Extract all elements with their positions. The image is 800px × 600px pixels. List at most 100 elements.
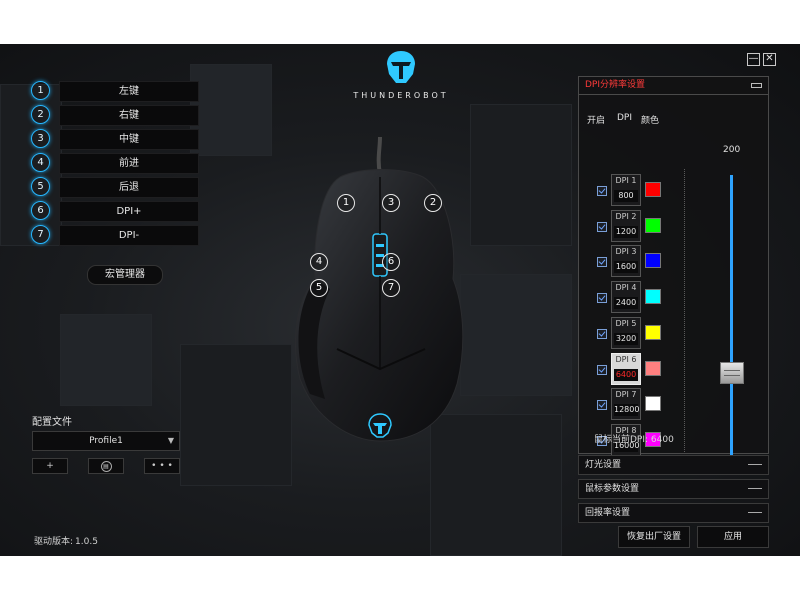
dpi-color-swatch[interactable] (645, 253, 661, 269)
background-block (190, 64, 272, 156)
dpi-row[interactable]: DPI 8 16000 (579, 423, 679, 458)
dpi-level-name: DPI 3 (615, 247, 637, 257)
button-number-badge: 5 (31, 177, 50, 196)
dpi-row[interactable]: DPI 7 12800 (579, 388, 679, 422)
dpi-panel-title: DPI分辨率设置 (585, 80, 646, 90)
section-label: 鼠标参数设置 (585, 484, 640, 494)
profile-select[interactable]: Profile1 ▼ (32, 431, 180, 451)
current-dpi-value: 6400 (650, 435, 674, 445)
dpi-row[interactable]: DPI 4 2400 (579, 281, 679, 315)
mouse-hotspot[interactable]: 2 (424, 194, 442, 212)
settings-section[interactable]: 灯光设置 (578, 455, 769, 475)
dpi-panel-header[interactable]: DPI分辨率设置 (579, 77, 768, 95)
button-assignment[interactable]: 后退 (59, 177, 199, 198)
dpi-level-value[interactable]: 6400 (614, 368, 638, 381)
dpi-color-swatch[interactable] (645, 289, 661, 305)
dpi-level-name: DPI 8 (615, 425, 637, 435)
dpi-level-box[interactable]: DPI 2 1200 (611, 209, 641, 242)
col-dpi: DPI (617, 113, 633, 123)
apply-button[interactable]: 应用 (697, 526, 769, 548)
dpi-level-box[interactable]: DPI 8 16000 (611, 423, 641, 456)
dpi-color-swatch[interactable] (645, 324, 661, 340)
dpi-level-value[interactable]: 12800 (614, 404, 640, 417)
dpi-level-value[interactable]: 800 (614, 190, 638, 202)
minimize-button[interactable]: — (747, 53, 760, 66)
expand-icon[interactable] (748, 488, 762, 489)
button-assignment[interactable]: 中键 (59, 129, 199, 150)
dpi-level-value[interactable]: 3200 (614, 332, 638, 345)
button-number-badge: 3 (31, 129, 50, 148)
button-assignment[interactable]: 右键 (59, 105, 199, 126)
col-color: 颜色 (641, 116, 660, 126)
driver-version: 驱动版本:1.0.5 (32, 534, 98, 547)
dpi-color-swatch[interactable] (645, 431, 661, 447)
trash-icon: ▤ (100, 461, 112, 472)
button-assignment[interactable]: DPI- (59, 225, 199, 246)
dpi-level-box[interactable]: DPI 3 1600 (611, 245, 641, 278)
settings-section[interactable]: 回报率设置 (578, 503, 769, 523)
dpi-color-swatch[interactable] (645, 360, 661, 376)
dpi-level-name: DPI 5 (615, 318, 637, 328)
mouse-hotspot[interactable]: 4 (310, 253, 328, 271)
dpi-level-box[interactable]: DPI 7 12800 (611, 388, 641, 421)
dpi-level-value[interactable]: 1200 (614, 225, 638, 238)
dpi-level-name: DPI 7 (615, 390, 637, 400)
background-block (180, 344, 292, 486)
dpi-enable-checkbox[interactable] (597, 221, 607, 232)
dpi-slider-handle[interactable] (720, 362, 744, 384)
button-assignment[interactable]: 左键 (59, 81, 199, 102)
dpi-color-swatch[interactable] (645, 182, 661, 197)
button-assignment[interactable]: DPI+ (59, 201, 199, 222)
dpi-color-swatch[interactable] (645, 217, 661, 233)
dpi-level-value[interactable]: 1600 (614, 261, 638, 274)
dpi-slider-track[interactable] (730, 175, 733, 457)
add-profile-button[interactable]: + (32, 458, 68, 474)
dpi-level-box[interactable]: DPI 5 3200 (611, 316, 641, 349)
expand-icon[interactable] (748, 512, 762, 513)
mouse-hotspot[interactable]: 7 (382, 279, 400, 297)
dpi-level-box[interactable]: DPI 6 6400 (611, 352, 641, 385)
dpi-level-name: DPI 2 (615, 211, 637, 221)
dpi-level-box[interactable]: DPI 4 2400 (611, 281, 641, 314)
dpi-enable-checkbox[interactable] (597, 328, 607, 339)
macro-manager-button[interactable]: 宏管理器 (87, 265, 163, 285)
dpi-enable-checkbox[interactable] (597, 186, 607, 196)
expand-icon[interactable] (748, 464, 762, 465)
dpi-color-swatch[interactable] (645, 396, 661, 412)
background-block (460, 274, 572, 396)
dpi-row[interactable]: DPI 5 3200 (579, 316, 679, 351)
settings-section[interactable]: 鼠标参数设置 (578, 479, 769, 499)
dpi-row[interactable]: DPI 2 1200 (579, 209, 679, 244)
dpi-enable-checkbox[interactable] (597, 293, 607, 304)
more-options-button[interactable]: • • • (144, 458, 180, 474)
background-block (470, 104, 572, 246)
helmet-logo-icon (387, 51, 415, 83)
background-block (430, 414, 562, 556)
collapse-icon[interactable] (751, 83, 762, 88)
dpi-enable-checkbox[interactable] (597, 364, 607, 375)
mouse-hotspot[interactable]: 1 (337, 194, 355, 212)
dpi-row[interactable]: DPI 6 6400 (579, 352, 679, 387)
dpi-level-name: DPI 6 (615, 354, 637, 364)
slider-max-label: 200 (723, 145, 741, 155)
reset-button[interactable]: 恢复出厂设置 (618, 526, 690, 548)
dpi-level-name: DPI 4 (615, 283, 637, 293)
delete-profile-button[interactable]: ▤ (88, 458, 124, 474)
dpi-row[interactable]: DPI 3 1600 (579, 245, 679, 279)
current-dpi-label: 鼠标当前DPI: (594, 435, 649, 445)
dpi-enable-checkbox[interactable] (597, 257, 607, 268)
dpi-enable-checkbox[interactable] (597, 400, 607, 411)
close-button[interactable]: ✕ (763, 53, 776, 66)
divider (684, 169, 685, 452)
col-enable: 开启 (587, 116, 606, 126)
dpi-level-value[interactable]: 2400 (614, 297, 638, 310)
dpi-enable-checkbox[interactable] (597, 435, 607, 446)
button-assignment[interactable]: 前进 (59, 153, 199, 174)
mouse-hotspot[interactable]: 3 (382, 194, 400, 212)
mouse-hotspot[interactable]: 5 (310, 279, 328, 297)
mouse-hotspot[interactable]: 6 (382, 253, 400, 271)
dpi-level-value[interactable]: 16000 (614, 439, 640, 452)
